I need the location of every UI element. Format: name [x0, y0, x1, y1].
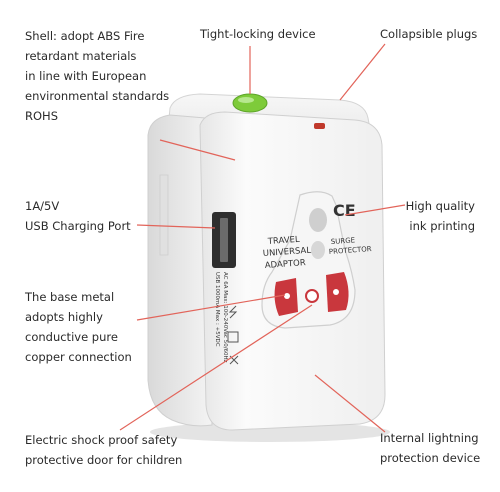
slider-groove [159, 174, 169, 256]
callout-base-metal: The base metal adopts highly conductive … [25, 290, 132, 364]
leader-base-metal [136, 294, 286, 321]
callout-tight-locking: Tight-locking device [200, 27, 316, 41]
device-shadow [150, 422, 390, 442]
callout-collapsible: Collapsible plugs [380, 27, 478, 41]
callout-lightning: Internal lightning protection device [380, 431, 481, 465]
brand-text-line2: UNIVERSAL [263, 246, 312, 259]
leader-shell [159, 139, 236, 161]
callout-safety-door: Electric shock proof safety protective d… [25, 433, 183, 467]
spec-text-line2: USB 1000mA Max : +5VDC [214, 272, 220, 347]
surge-text-line2: PROTECTOR [329, 245, 372, 256]
release-button [232, 93, 268, 113]
callout-shell: Shell: adopt ABS Fire retardant material… [25, 29, 170, 123]
socket-ground-hole [305, 289, 319, 303]
callout-usb-port: 1A/5V USB Charging Port [25, 199, 131, 233]
usb-port-inner [220, 218, 228, 262]
leader-lines [119, 43, 406, 433]
leader-usb [136, 224, 216, 229]
socket-hole-left [284, 293, 290, 299]
spec-text-line1: AC 6A Max: 100-240Vac 50/60Hz [222, 272, 228, 363]
outlet-top-slot [309, 208, 327, 232]
ce-mark: CE [333, 201, 356, 220]
leader-safety-door [119, 304, 313, 431]
leader-collapsible [339, 43, 386, 101]
leader-ink [344, 204, 406, 216]
release-button-highlight [238, 97, 254, 103]
leader-lightning [314, 374, 386, 433]
power-led [314, 123, 325, 129]
callout-ink-printing: High quality ink printing [405, 199, 475, 233]
brand-text-line3: ADAPTOR [265, 258, 307, 271]
brand-text-line1: TRAVEL [267, 235, 301, 247]
surge-text-line1: SURGE [331, 236, 356, 246]
outlet-mid-slot [311, 241, 325, 259]
socket-hole-right [333, 289, 339, 295]
